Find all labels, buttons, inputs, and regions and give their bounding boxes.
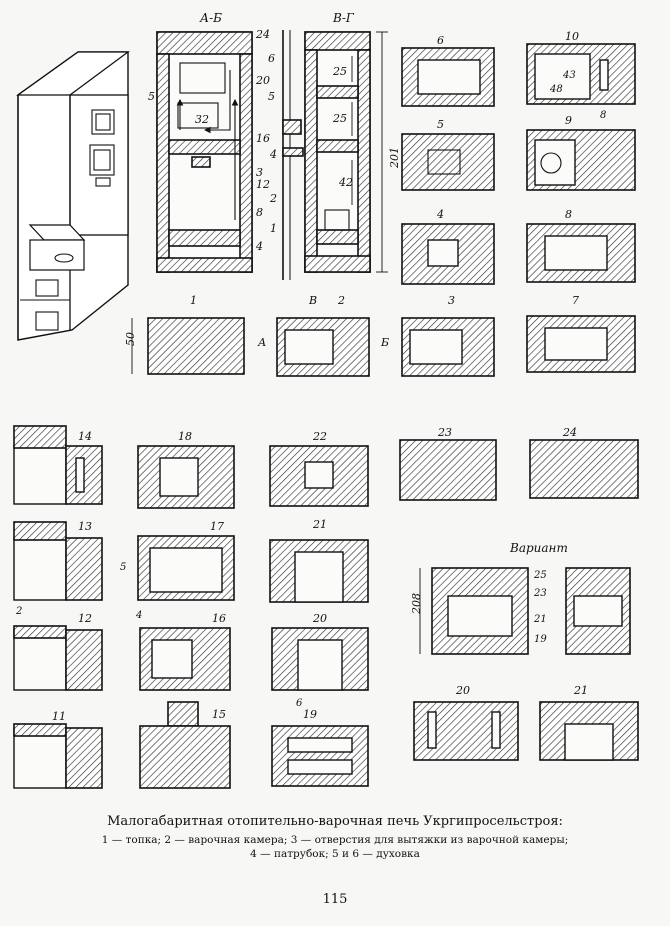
variant-num-25: 25 bbox=[533, 570, 547, 581]
caption-line-1: 1 — топка; 2 — варочная камера; 3 — отве… bbox=[101, 834, 569, 846]
dim-8: 8 bbox=[600, 110, 606, 121]
wall-section: 6 5 4 2 1 bbox=[268, 30, 304, 280]
dim-42: 42 bbox=[338, 176, 353, 189]
callout-2: 2 bbox=[269, 192, 277, 205]
callout-6: 6 bbox=[268, 52, 275, 65]
plan-label-2: 2 bbox=[337, 294, 345, 307]
plan-label-20: 20 bbox=[312, 612, 327, 625]
variant-label-21: 21 bbox=[573, 684, 588, 697]
plan-label-21: 21 bbox=[312, 518, 327, 531]
plan-label-17: 17 bbox=[210, 520, 224, 533]
plan-label-13: 13 bbox=[78, 520, 92, 533]
variant-num-21: 21 bbox=[533, 614, 547, 625]
dim-25b: 25 bbox=[332, 112, 347, 125]
plan-label-16: 16 bbox=[212, 612, 226, 625]
plan-label-12: 12 bbox=[78, 612, 92, 625]
plan-row-3: 4 8 bbox=[401, 208, 636, 285]
section-a-b: А-Б 32 24 20 5 16 3 12 8 4 bbox=[148, 11, 270, 273]
plan-label-22: 22 bbox=[312, 430, 327, 443]
section-mark-a: А bbox=[257, 336, 266, 349]
plan-label-23: 23 bbox=[437, 426, 452, 439]
dim-201: 201 bbox=[388, 147, 401, 169]
callout-4: 4 bbox=[269, 148, 277, 161]
label-ab: А-Б bbox=[199, 11, 222, 25]
page-number: 115 bbox=[322, 892, 348, 907]
isometric-stove-view bbox=[15, 51, 130, 341]
dim-32: 32 bbox=[195, 113, 209, 126]
plan-row-8: 11 15 19 bbox=[13, 701, 369, 789]
plan-row-4: 1 50 2 В А 3 Б 7 bbox=[124, 294, 636, 377]
section-mark-v: В bbox=[308, 294, 317, 307]
plan-label-7: 7 bbox=[572, 294, 579, 307]
side-label-6: 6 bbox=[296, 698, 303, 709]
caption-title: Малогабаритная отопительно-варочная печь… bbox=[107, 814, 563, 829]
callout-5: 5 bbox=[268, 90, 275, 103]
variant-num-23: 23 bbox=[533, 588, 547, 599]
plan-label-14: 14 bbox=[78, 430, 92, 443]
callout-20: 20 bbox=[255, 74, 270, 87]
variant-title: Вариант bbox=[509, 541, 568, 555]
plan-label-6: 6 bbox=[437, 34, 444, 47]
variant-section: Вариант 208 25 23 21 19 20 21 bbox=[410, 541, 639, 761]
side-label-4: 4 bbox=[135, 610, 142, 621]
label-vg: В-Г bbox=[332, 11, 355, 25]
section-mark-b: Б bbox=[380, 336, 389, 349]
plan-label-18: 18 bbox=[178, 430, 192, 443]
callout-1: 1 bbox=[270, 222, 277, 235]
plan-label-24: 24 bbox=[562, 426, 577, 439]
section-v-g: В-Г 25 25 42 201 bbox=[304, 11, 401, 273]
figure-caption: Малогабаритная отопительно-варочная печь… bbox=[0, 814, 670, 861]
plan-row-2: 5 9 bbox=[401, 114, 636, 191]
callout-8: 8 bbox=[256, 206, 263, 219]
dim-50: 50 bbox=[124, 332, 137, 346]
plan-label-1: 1 bbox=[190, 294, 197, 307]
plan-label-8: 8 bbox=[565, 208, 572, 221]
plan-label-4: 4 bbox=[436, 208, 444, 221]
callout-4b: 4 bbox=[255, 240, 263, 253]
dim-208: 208 bbox=[410, 593, 423, 615]
plan-label-10: 10 bbox=[565, 30, 579, 43]
dim-43: 43 bbox=[562, 70, 576, 81]
plan-label-11: 11 bbox=[52, 710, 66, 723]
plan-label-5: 5 bbox=[437, 118, 444, 131]
dim-48: 48 bbox=[549, 84, 563, 95]
callout-24: 24 bbox=[255, 28, 270, 41]
side-label-5: 5 bbox=[120, 562, 126, 573]
callout-16: 16 bbox=[256, 132, 270, 145]
plan-label-9: 9 bbox=[565, 114, 572, 127]
dim-25a: 25 bbox=[332, 65, 347, 78]
callout-12: 12 bbox=[256, 178, 270, 191]
callout-5-left: 5 bbox=[148, 90, 155, 103]
plan-row-5: 14 5 18 22 23 24 bbox=[13, 425, 639, 509]
callout-3: 3 bbox=[256, 166, 263, 179]
variant-num-19: 19 bbox=[534, 634, 547, 645]
plan-row-1: 6 10 43 48 8 bbox=[401, 30, 636, 121]
plan-row-6: 13 2 17 5 21 bbox=[13, 518, 369, 617]
plan-label-15: 15 bbox=[212, 708, 226, 721]
side-label-2: 2 bbox=[15, 606, 22, 617]
caption-line-2: 4 — патрубок; 5 и 6 — духовка bbox=[250, 848, 420, 860]
variant-label-20: 20 bbox=[455, 684, 470, 697]
plan-row-7: 12 16 4 20 6 bbox=[13, 610, 369, 709]
plan-label-19: 19 bbox=[303, 708, 317, 721]
plan-label-3: 3 bbox=[448, 294, 455, 307]
